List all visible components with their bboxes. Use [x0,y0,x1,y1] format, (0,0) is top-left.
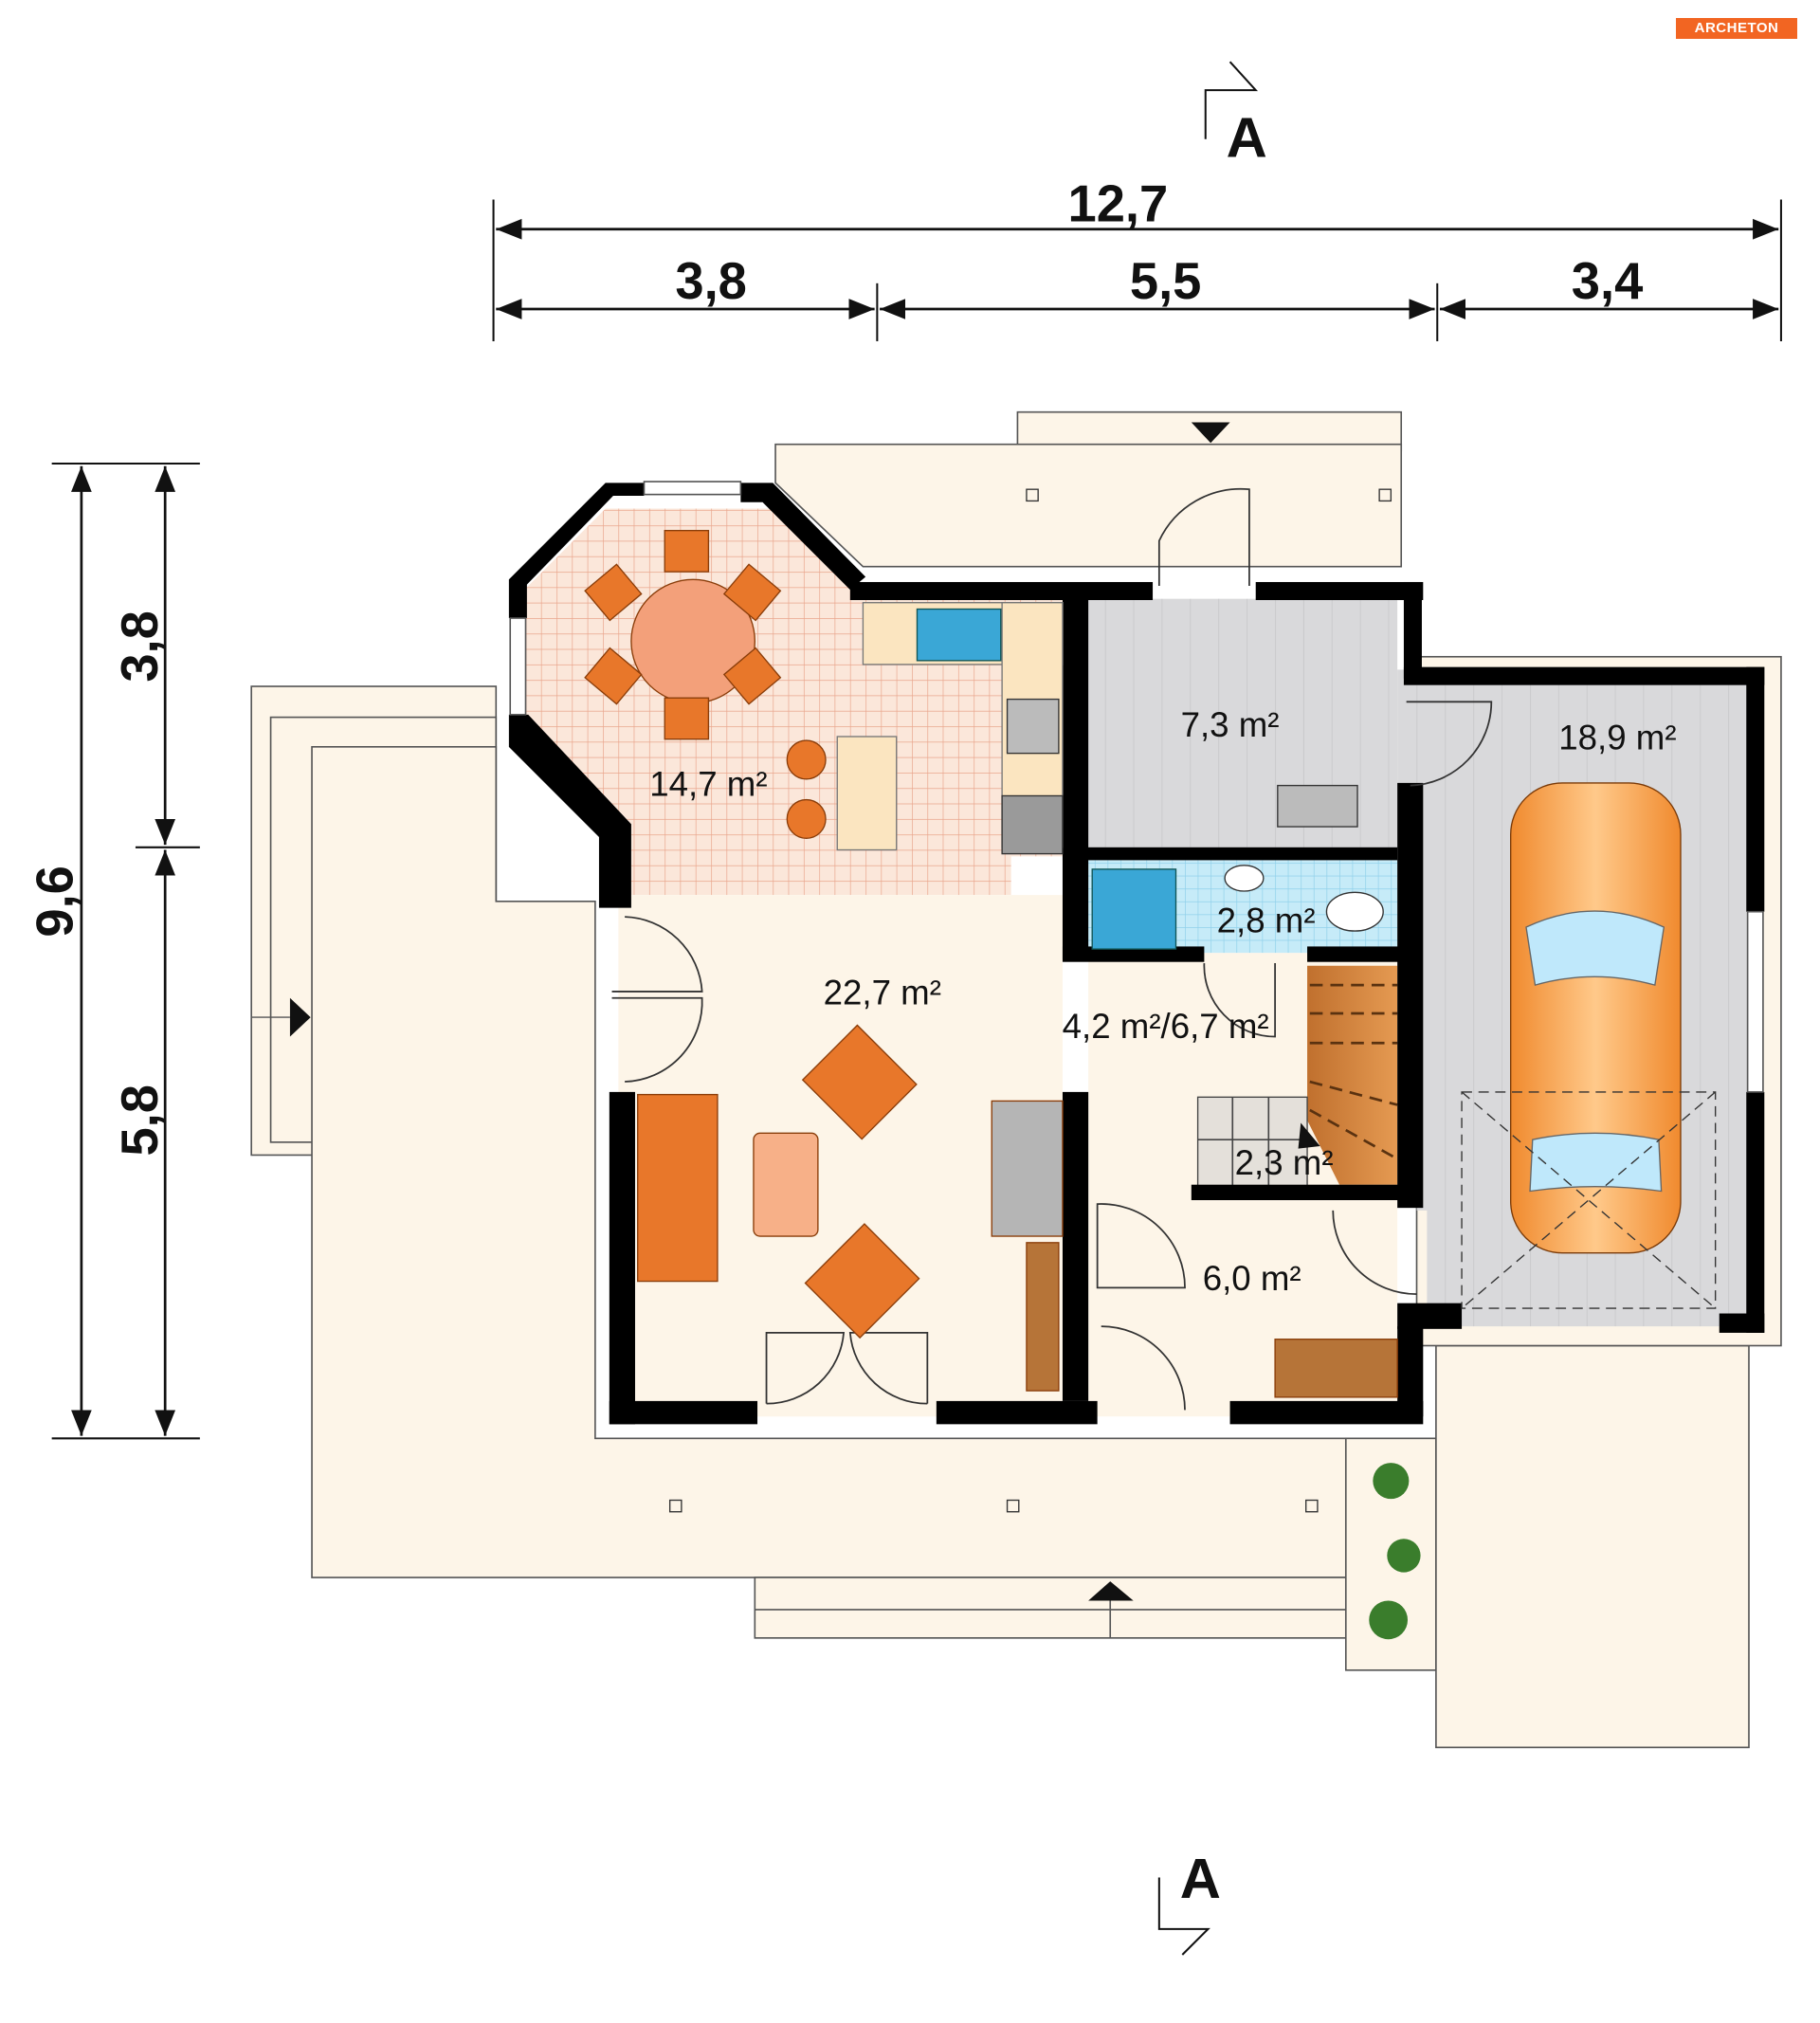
area-bathroom: 2,8 m² [1217,901,1316,939]
dim-depth-2: 5,8 [111,1084,169,1157]
area-stairs: 2,3 m² [1235,1143,1334,1182]
boiler-icon [1277,784,1358,828]
area-garage: 18,9 m² [1558,719,1676,757]
entry-canopy [774,443,1403,568]
dim-width-1: 3,8 [675,252,747,310]
garage-door-outline [1461,1091,1717,1309]
shower-icon [1091,868,1177,950]
stove-icon [1006,698,1060,755]
front-entry-arrow-icon [1088,1581,1134,1601]
area-utility: 7,3 m² [1181,705,1280,744]
dim-width-3: 3,4 [1572,252,1644,310]
area-vestibule: 6,0 m² [1203,1259,1301,1298]
area-hall: 4,2 m²/6,7 m² [1063,1007,1269,1046]
section-marker-bottom [1157,1877,1210,1956]
living-furniture [637,1024,1398,1398]
archeton-logo: ARCHETON [1676,18,1797,39]
columns [668,488,1392,1513]
side-entry-arrow-icon [289,997,311,1037]
dim-width-2: 5,5 [1130,252,1202,310]
stairs-upper [1307,965,1398,1185]
oven-icon [1001,794,1064,855]
stairs-lower [1196,1096,1308,1189]
washbasin-icon [1224,865,1265,892]
plants-icon [1369,1463,1421,1640]
living-floor [618,895,1063,1417]
area-kitchen-dining: 14,7 m² [649,764,767,803]
dining-set [584,529,827,839]
dim-overall-depth: 9,6 [26,866,83,938]
kitchen-island [836,736,898,851]
dimension-lines [51,199,1782,1440]
entry-arrow-icon [1191,422,1230,444]
dim-depth-1: 3,8 [111,611,169,683]
front-steps [754,1576,1347,1639]
dim-overall-width: 12,7 [1068,175,1169,233]
front-terrace [311,746,1347,1578]
section-label-top: A [1227,106,1267,170]
car-icon [1510,782,1682,1254]
section-marker-top [1204,61,1259,139]
sink-icon [916,608,1002,662]
walls [508,483,1765,1425]
area-living: 22,7 m² [824,974,941,1012]
doors [611,487,1493,1411]
driveway [1435,1344,1750,1749]
toilet-icon [1325,891,1384,932]
section-label-bottom: A [1180,1847,1221,1910]
stair-direction-arrow-icon [1298,1122,1320,1149]
